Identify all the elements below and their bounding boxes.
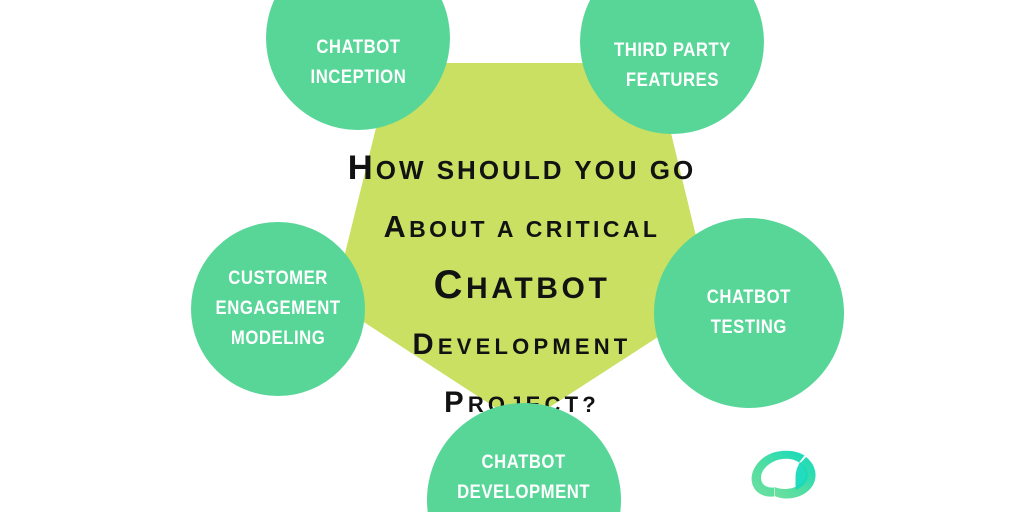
node-customer-engagement-modeling-line-2: ENGAGEMENT [215,298,341,319]
node-chatbot-testing-line-1: CHATBOT [706,287,792,308]
chat-bubble-swoosh-logo-icon [751,450,816,499]
node-chatbot-testing[interactable]: CHATBOT TESTING [654,218,844,408]
node-customer-engagement-modeling-label: CUSTOMER ENGAGEMENT MODELING [210,264,346,354]
node-chatbot-testing-label: CHATBOT TESTING [702,283,797,343]
node-customer-engagement-modeling[interactable]: CUSTOMER ENGAGEMENT MODELING [191,222,365,396]
node-chatbot-inception-line-1: CHATBOT [315,37,401,58]
node-customer-engagement-modeling-line-3: MODELING [230,328,326,349]
node-third-party-features-line-1: THIRD PARTY [613,40,731,61]
node-third-party-features-label: THIRD PARTY FEATURES [608,36,736,96]
node-chatbot-testing-line-2: TESTING [710,317,788,338]
node-chatbot-development-line-2: DEVELOPMENT [457,482,591,503]
node-chatbot-inception-line-2: INCEPTION [310,67,406,88]
node-third-party-features-line-2: FEATURES [625,70,719,91]
node-chatbot-development-line-1: CHATBOT [481,452,567,473]
node-chatbot-development-label: CHATBOT DEVELOPMENT [452,448,596,508]
node-chatbot-inception-label: CHATBOT INCEPTION [305,33,411,93]
node-chatbot-development[interactable]: CHATBOT DEVELOPMENT [427,403,621,512]
node-customer-engagement-modeling-line-1: CUSTOMER [228,268,328,289]
